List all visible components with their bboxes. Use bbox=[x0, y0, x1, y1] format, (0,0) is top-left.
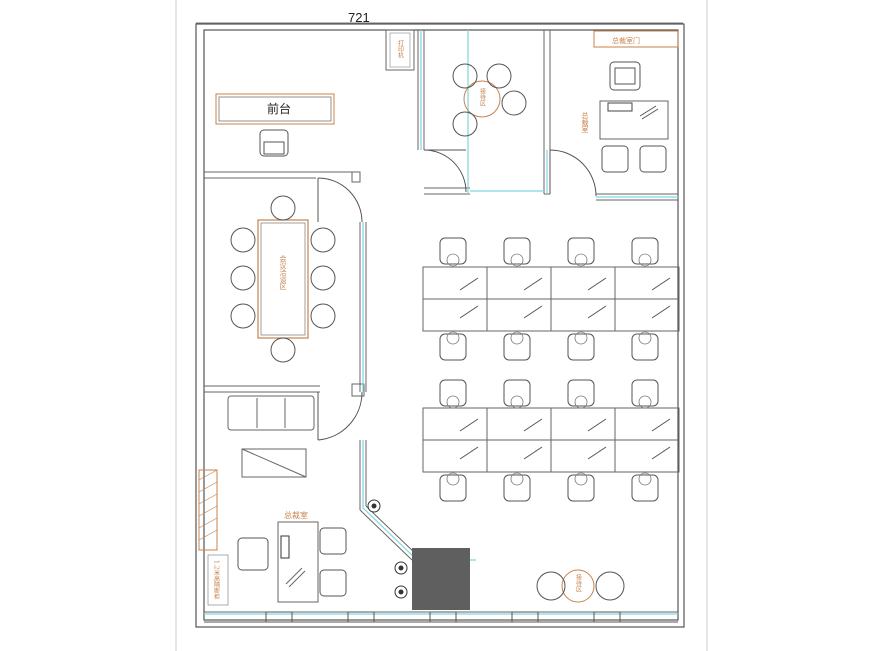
door-swing-icon bbox=[317, 149, 597, 441]
coffee-table bbox=[241, 448, 307, 478]
meeting-table-label: 会议洽谈区 bbox=[279, 254, 287, 290]
chair-icon bbox=[452, 63, 527, 137]
chair-icon bbox=[601, 61, 667, 173]
partition-note-box bbox=[207, 554, 229, 606]
reception-desk bbox=[215, 93, 335, 125]
reception-area-top-label: 接待区 bbox=[479, 87, 486, 106]
chair-icon bbox=[237, 527, 347, 597]
interior-walls bbox=[204, 30, 678, 613]
column-icon bbox=[412, 548, 470, 610]
glass-partitions bbox=[204, 30, 678, 615]
workstation-cluster-top bbox=[422, 266, 680, 332]
left-wall-note: 1.2米高隔断柜 bbox=[213, 560, 220, 601]
fire-extinguisher-icon bbox=[367, 499, 408, 599]
manager-office-top: 总裁室门 总裁室 bbox=[581, 30, 679, 140]
chair-icon bbox=[439, 237, 659, 502]
manager-office-top-label: 总裁室 bbox=[581, 111, 589, 133]
printer-label: 打印机 bbox=[397, 39, 404, 59]
chair-icon bbox=[536, 571, 625, 601]
reception-area-bottom-label: 接待区 bbox=[575, 573, 582, 592]
workstation-cluster-bottom bbox=[422, 407, 680, 473]
top-right-note: 总裁室门 bbox=[612, 36, 640, 45]
outer-walls bbox=[195, 23, 685, 628]
manager-office-left-label: 总裁室 bbox=[284, 510, 308, 520]
desk-icon bbox=[459, 277, 671, 460]
chair-icon bbox=[259, 129, 289, 157]
manager-desk bbox=[277, 521, 319, 603]
chair-icon bbox=[446, 253, 652, 486]
dimension-label: 721 bbox=[348, 10, 370, 25]
sofa bbox=[227, 395, 315, 431]
reception-area-bottom-table bbox=[561, 569, 595, 603]
reception-desk-label: 前台 bbox=[267, 101, 291, 116]
chair-icon bbox=[230, 195, 336, 363]
reception-area-top-table bbox=[463, 80, 501, 118]
printer-cabinet bbox=[385, 29, 415, 71]
cabinet-hatch bbox=[198, 469, 218, 541]
storage-cabinet bbox=[198, 469, 218, 551]
window-mullions bbox=[204, 611, 678, 623]
